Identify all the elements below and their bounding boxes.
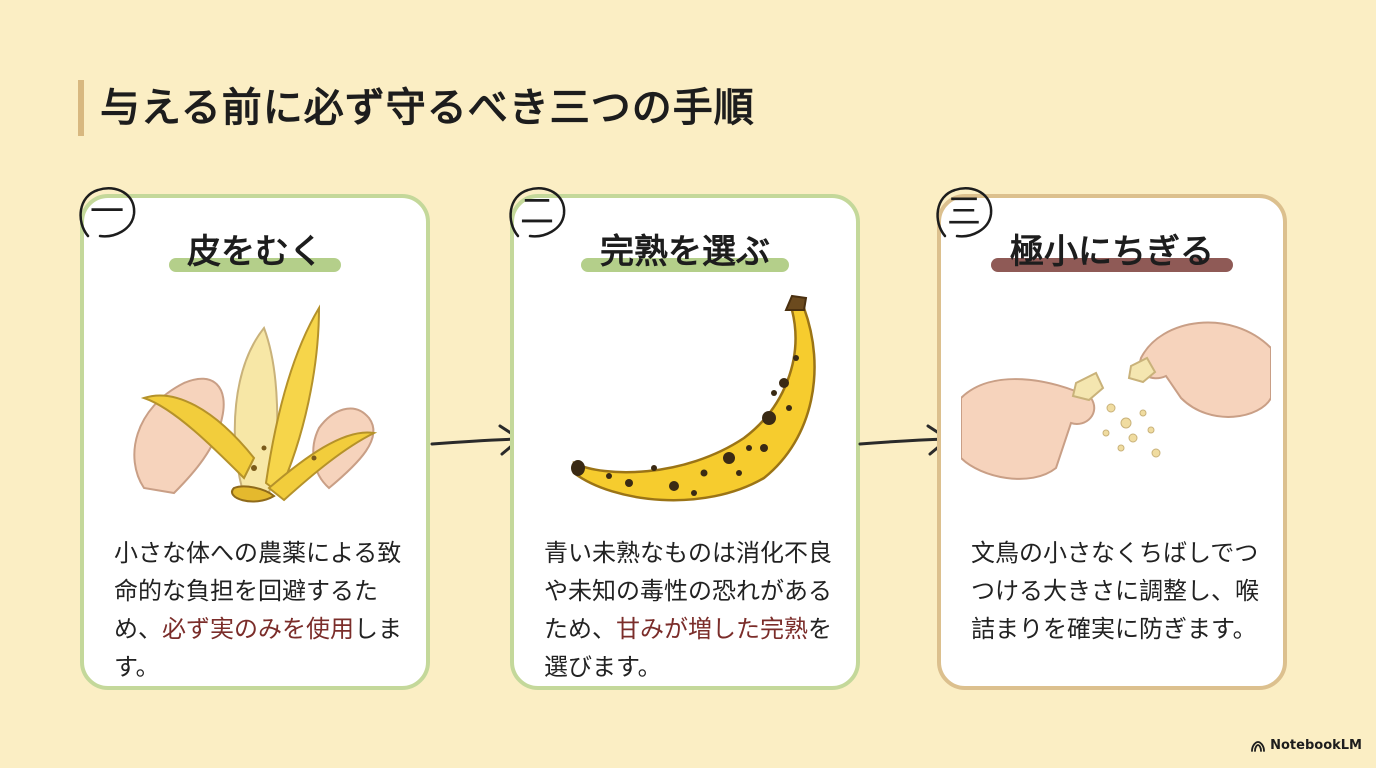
title-highlight — [581, 258, 789, 272]
step-number: 二 — [520, 192, 554, 232]
page-title: 与える前に必ず守るべき三つの手順 — [100, 84, 755, 131]
step-title: 極小にちぎる — [1010, 232, 1214, 272]
step-title-block: 極小にちぎる — [941, 228, 1283, 276]
step-description: 青い未熟なものは消化不良や未知の毒性の恐れがあるため、甘みが増した完熟を選びます… — [544, 539, 832, 681]
emphasis-text: 甘みが増した完熟 — [616, 615, 808, 643]
hands-tearing-banana-icon — [960, 288, 1272, 518]
step-card-peel: 一 皮をむく 小さな体への農薬による致命的な負担を回避するため、必ず実のみを使用… — [79, 187, 430, 690]
step-card-tear: 三 極小にちぎる 文鳥の小さなくちばしでつつける大きさに調整し、喉詰まりを確実に… — [936, 187, 1287, 690]
step-number-badge: 一 — [74, 182, 140, 242]
step-card-ripe: 二 完熟を選ぶ 青い未熟なものは消化不良や未知の毒性の恐れがあるため、甘みが増し… — [509, 187, 860, 690]
step-description: 小さな体への農薬による致命的な負担を回避するため、必ず実のみを使用します。 — [114, 539, 402, 681]
step-description: 文鳥の小さなくちばしでつつける大きさに調整し、喉詰まりを確実に防ぎます。 — [971, 539, 1259, 643]
step-number: 一 — [90, 192, 124, 232]
step-number-badge: 二 — [504, 182, 570, 242]
brand-label: NotebookLM — [1270, 738, 1362, 753]
step-title: 完熟を選ぶ — [600, 232, 770, 272]
brand-watermark: NotebookLM — [1250, 736, 1362, 756]
title-highlight — [169, 258, 341, 272]
step-title-block: 皮をむく — [84, 228, 426, 276]
step-number: 三 — [947, 192, 981, 232]
step-title-block: 完熟を選ぶ — [514, 228, 856, 276]
ripe-banana-icon — [534, 288, 844, 518]
peeled-banana-icon — [104, 288, 414, 518]
notebooklm-logo-icon — [1251, 741, 1266, 752]
emphasis-text: 必ず実のみを使用 — [162, 615, 354, 643]
step-number-badge: 三 — [931, 182, 997, 242]
title-accent-bar — [78, 80, 84, 136]
step-title: 皮をむく — [187, 232, 323, 272]
title-highlight — [991, 258, 1233, 272]
